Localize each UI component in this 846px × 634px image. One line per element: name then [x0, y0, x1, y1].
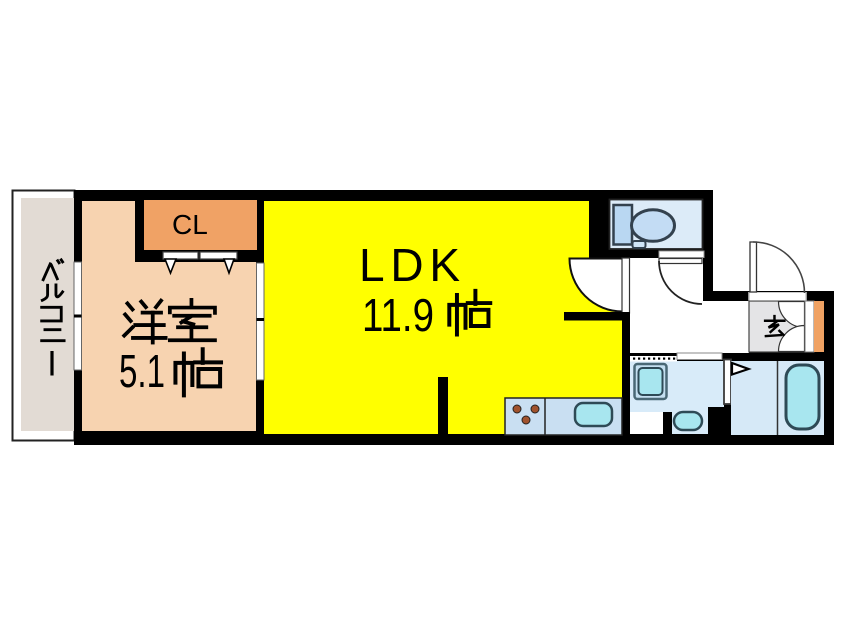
- svg-text:11.9: 11.9: [362, 289, 434, 341]
- svg-text:LDK: LDK: [359, 239, 460, 291]
- svg-text:CL: CL: [172, 209, 208, 240]
- svg-text:5.1: 5.1: [119, 345, 165, 397]
